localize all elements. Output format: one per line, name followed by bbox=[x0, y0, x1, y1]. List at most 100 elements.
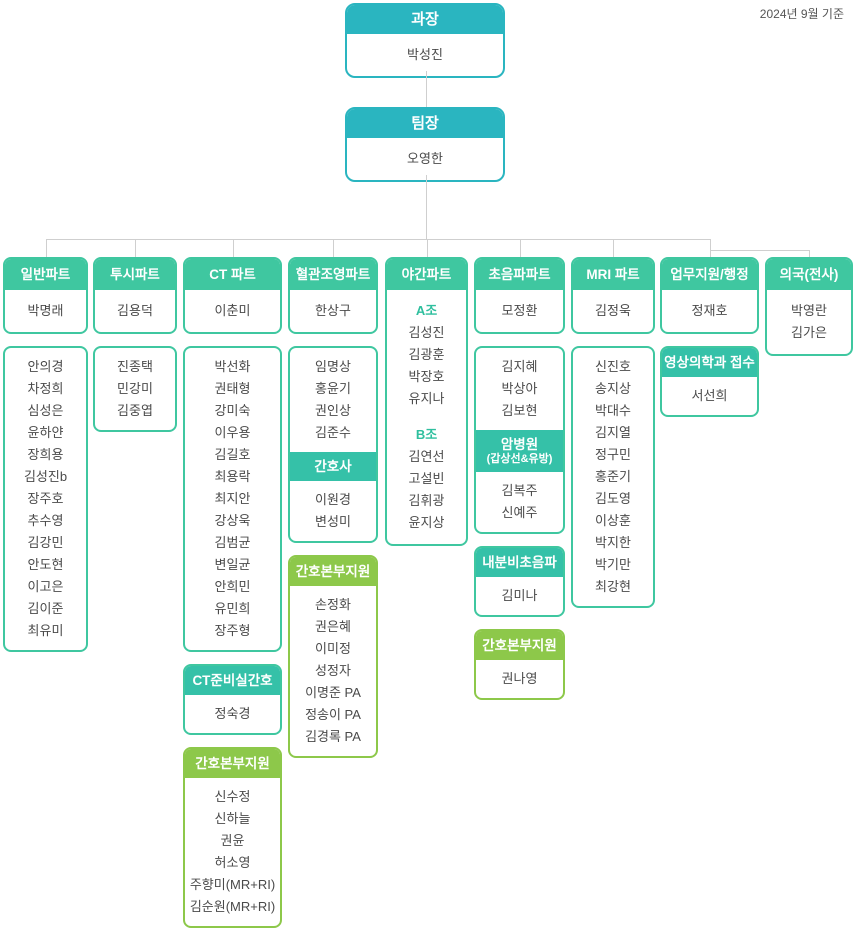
member-name: 신하늘 bbox=[214, 811, 251, 826]
section-band: 내분비초음파 bbox=[476, 548, 563, 577]
section-band: 간호본부지원 bbox=[476, 631, 563, 660]
department-title: MRI 파트 bbox=[573, 259, 653, 290]
connector-line bbox=[520, 239, 521, 257]
connector-line bbox=[46, 239, 47, 257]
member-name: 김지열 bbox=[595, 425, 631, 440]
member-name: 최강현 bbox=[595, 579, 631, 594]
member-name: 송지상 bbox=[595, 381, 631, 396]
member-name: 김강민 bbox=[27, 535, 64, 550]
member-name: 김범균 bbox=[214, 535, 251, 550]
lead-name: 김가은 bbox=[791, 325, 827, 340]
member-name: 권은혜 bbox=[315, 619, 351, 634]
section-band-text: 암병원 bbox=[500, 437, 539, 452]
member-name: 안도현 bbox=[27, 557, 64, 572]
member-name: 윤지상 bbox=[408, 515, 445, 530]
member-name: 김연선 bbox=[408, 449, 445, 464]
member-name: 민강미 bbox=[117, 381, 153, 396]
member-name: 박상아 bbox=[501, 381, 538, 396]
member-name: 정송이 PA bbox=[305, 707, 361, 722]
member-name: 손정화 bbox=[315, 597, 351, 612]
department-title: 혈관조영파트 bbox=[290, 259, 376, 290]
member-name: 김경록 PA bbox=[305, 729, 361, 744]
member-name: 장주호 bbox=[27, 491, 64, 506]
department-title: 업무지원/행정 bbox=[662, 259, 757, 290]
member-name: 최용락 bbox=[214, 469, 251, 484]
member-name: 홍준기 bbox=[595, 469, 631, 484]
member-name: 고설빈 bbox=[408, 471, 445, 486]
member-name: 권인상 bbox=[315, 403, 351, 418]
member-name: 장희용 bbox=[27, 447, 64, 462]
member-name: 강미숙 bbox=[214, 403, 251, 418]
member-name: 박대수 bbox=[595, 403, 631, 418]
member-name: 안희민 bbox=[214, 579, 251, 594]
department-title: 투시파트 bbox=[95, 259, 175, 290]
section-band: 간호본부지원 bbox=[185, 749, 280, 778]
member-name: 김광훈 bbox=[408, 347, 445, 362]
member-name: 서선희 bbox=[691, 388, 728, 403]
department-title: 의국(전사) bbox=[767, 259, 851, 290]
member-name: 홍윤기 bbox=[315, 381, 351, 396]
lead-name: 모정환 bbox=[501, 303, 538, 318]
member-name: 김복주 bbox=[501, 483, 538, 498]
member-name: 신진호 bbox=[595, 359, 631, 374]
department-lead: 박명래 bbox=[5, 290, 86, 332]
member-name: 김중엽 bbox=[117, 403, 153, 418]
member-name: 유지나 bbox=[408, 391, 445, 406]
member-name: 심성은 bbox=[27, 403, 64, 418]
member-name: 변일균 bbox=[214, 557, 251, 572]
section-band-text: CT준비실간호 bbox=[192, 673, 273, 688]
member-list: 권나영 bbox=[476, 660, 563, 698]
member-name: 임명상 bbox=[315, 359, 351, 374]
section-band: 간호본부지원 bbox=[290, 557, 376, 586]
lead-name: 김용덕 bbox=[117, 303, 153, 318]
lead-name: 정재호 bbox=[691, 303, 728, 318]
member-name: 정숙경 bbox=[214, 706, 251, 721]
member-list: 서선희 bbox=[662, 377, 757, 415]
connector-line bbox=[333, 239, 334, 257]
connector-line bbox=[426, 71, 427, 107]
connector-line bbox=[809, 250, 810, 257]
section-band-text: 영상의학과 접수 bbox=[664, 355, 755, 370]
section-band-text: 간호본부지원 bbox=[295, 564, 371, 579]
member-name: 윤하얀 bbox=[27, 425, 64, 440]
top-box-body: 박성진 bbox=[347, 34, 503, 76]
department-lead: 이춘미 bbox=[185, 290, 280, 332]
member-name: 권나영 bbox=[501, 671, 538, 686]
member-name: 김휘광 bbox=[408, 493, 445, 508]
member-name: 김미나 bbox=[501, 588, 538, 603]
member-name: 주향미(MR+RI) bbox=[189, 877, 276, 892]
member-name: 진종택 bbox=[117, 359, 153, 374]
lead-name: 오영한 bbox=[407, 151, 443, 166]
top-box-body: 오영한 bbox=[347, 138, 503, 180]
section-band: 영상의학과 접수 bbox=[662, 348, 757, 377]
member-name: 안의경 bbox=[27, 359, 64, 374]
section-band: 간호사 bbox=[290, 452, 376, 481]
member-name: 박선화 bbox=[214, 359, 251, 374]
member-name: 김도영 bbox=[595, 491, 631, 506]
member-name: 김성진 bbox=[408, 325, 445, 340]
top-box-title: 과장 bbox=[347, 5, 503, 34]
lead-name: 박명래 bbox=[27, 303, 64, 318]
member-name: 이원경 bbox=[315, 492, 351, 507]
